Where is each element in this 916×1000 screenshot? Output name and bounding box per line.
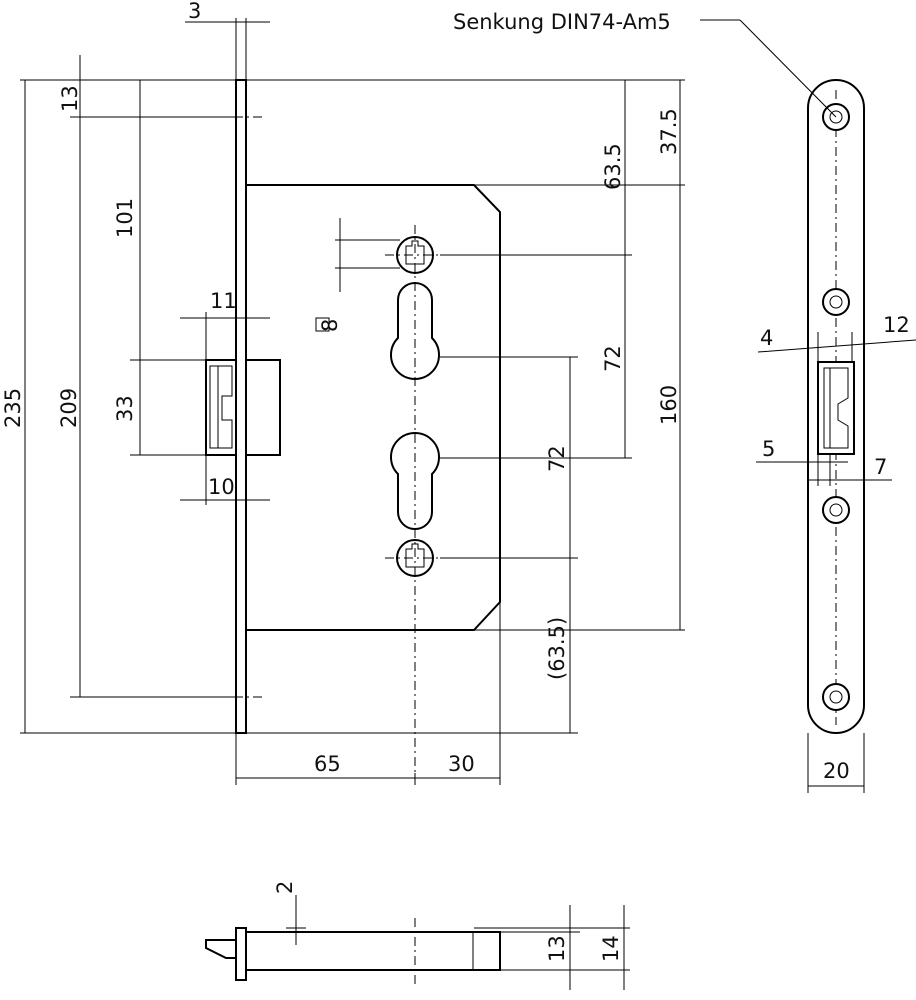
- dim-7: 7: [874, 455, 887, 479]
- screw-hole-2-icon: [822, 288, 850, 316]
- dim-235: 235: [1, 388, 25, 428]
- dim-63-5: 63.5: [601, 143, 625, 190]
- square-size-label: 8: [318, 319, 342, 332]
- front-dimensions: 3 13 101 235 209 33 11 10 63.5 37.5 72 7…: [1, 0, 685, 785]
- faceplate: [235, 79, 247, 734]
- dim-72-upper: 72: [601, 345, 625, 372]
- keyhole-lower: [390, 432, 440, 530]
- dim-4: 4: [760, 326, 773, 350]
- dim-2: 2: [273, 881, 297, 894]
- dim-13: 13: [58, 85, 82, 112]
- dim-30: 30: [448, 752, 475, 776]
- dim-bottom-13: 13: [545, 935, 569, 962]
- dim-63-5-lower: (63.5): [545, 617, 569, 680]
- dim-5: 5: [762, 437, 775, 461]
- dim-faceplate-thickness: 3: [188, 0, 201, 23]
- bottom-view: [205, 918, 501, 985]
- dim-209: 209: [57, 388, 81, 428]
- dim-72-lower: 72: [545, 445, 569, 472]
- front-view: 8: [205, 79, 501, 785]
- screw-hole-3-icon: [822, 496, 850, 524]
- follower-top: [396, 236, 434, 274]
- countersink-label: Senkung DIN74-Am5: [453, 10, 671, 34]
- dim-12: 12: [883, 313, 910, 337]
- dim-37-5: 37.5: [657, 108, 681, 155]
- side-dimensions: 20 4 12 5 7: [756, 313, 916, 793]
- bottom-latch: [205, 939, 237, 959]
- dim-33: 33: [113, 395, 137, 422]
- dim-101: 101: [113, 198, 137, 238]
- screw-hole-4-icon: [822, 683, 850, 711]
- bottom-dimensions: 2 13 14: [273, 881, 630, 990]
- square-symbol-icon: [315, 317, 330, 332]
- side-view: Senkung DIN74-Am5: [453, 10, 865, 734]
- dim-20: 20: [823, 759, 850, 783]
- keyhole-cylinder: [390, 282, 440, 380]
- bottom-faceplate: [235, 927, 247, 981]
- dim-65: 65: [314, 752, 341, 776]
- latch-bolt: [205, 359, 281, 456]
- lock-case: [245, 184, 501, 631]
- dim-11: 11: [210, 289, 237, 313]
- dim-10: 10: [208, 475, 235, 499]
- side-latch: [817, 361, 855, 455]
- dim-160: 160: [657, 385, 681, 425]
- bottom-case: [245, 931, 501, 971]
- dim-bottom-14: 14: [599, 935, 623, 962]
